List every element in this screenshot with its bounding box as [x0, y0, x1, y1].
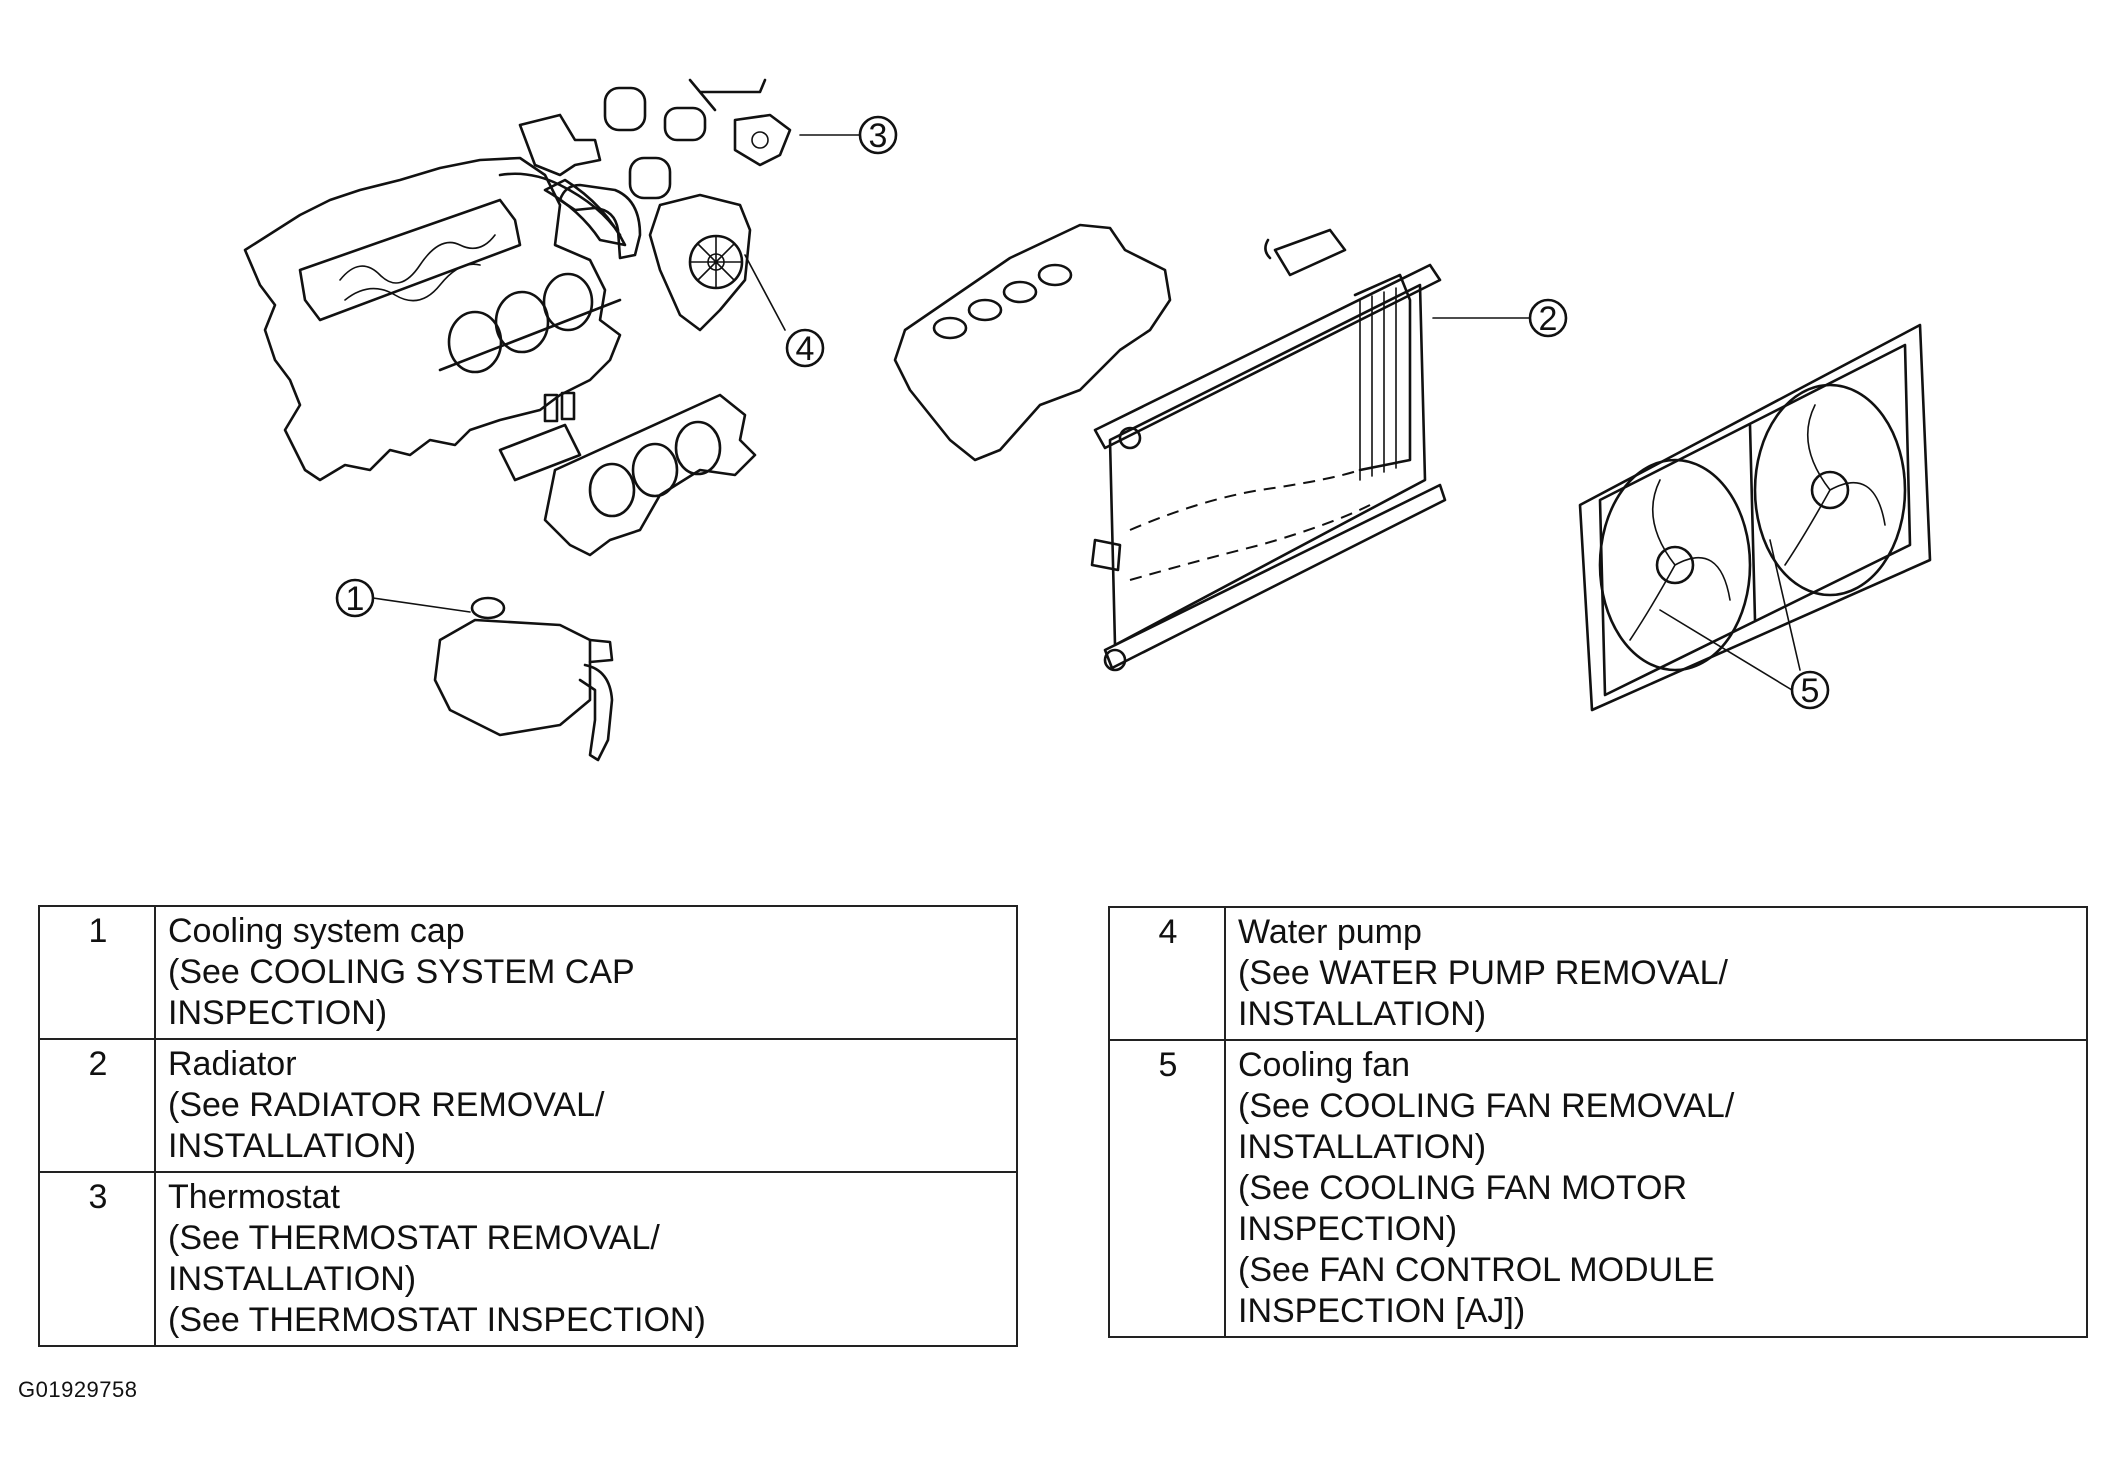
svg-text:1: 1 [346, 580, 365, 618]
legend-row: 4 Water pump (See WATER PUMP REMOVAL/ IN… [1108, 906, 2088, 1041]
water-pump-illustration [518, 78, 792, 332]
legend-description: Cooling fan (See COOLING FAN REMOVAL/ IN… [1224, 1039, 2088, 1338]
svg-text:3: 3 [869, 117, 888, 155]
svg-text:4: 4 [796, 330, 815, 368]
engine-block-illustration [243, 156, 757, 557]
radiator-illustration [1090, 228, 1447, 672]
legend-number: 5 [1108, 1039, 1226, 1338]
legend-row: 3 Thermostat (See THERMOSTAT REMOVAL/ IN… [38, 1171, 1018, 1347]
cooling-system-exploded-diagram: 1 2 3 4 5 [243, 78, 1932, 762]
legend-description: Cooling system cap (See COOLING SYSTEM C… [154, 905, 1018, 1040]
legend-number: 4 [1108, 906, 1226, 1041]
legend-number: 3 [38, 1171, 156, 1347]
legend-number: 2 [38, 1038, 156, 1173]
legend-description: Radiator (See RADIATOR REMOVAL/ INSTALLA… [154, 1038, 1018, 1173]
coolant-reservoir-illustration [433, 596, 614, 762]
callout-3: 3 [858, 115, 898, 155]
legend-table-left: 1 Cooling system cap (See COOLING SYSTEM… [38, 905, 1018, 1347]
callout-1: 1 [335, 578, 375, 618]
figure-code: G01929758 [18, 1377, 138, 1402]
legend-row: 1 Cooling system cap (See COOLING SYSTEM… [38, 905, 1018, 1040]
legend-description: Water pump (See WATER PUMP REMOVAL/ INST… [1224, 906, 2088, 1041]
legend-table-right: 4 Water pump (See WATER PUMP REMOVAL/ IN… [1108, 906, 2088, 1338]
intake-manifold-illustration [893, 223, 1172, 462]
callout-leaders [372, 134, 1801, 691]
cooling-fan-illustration [1578, 323, 1932, 712]
legend-row: 5 Cooling fan (See COOLING FAN REMOVAL/ … [1108, 1039, 2088, 1338]
svg-text:5: 5 [1801, 672, 1820, 710]
legend-number: 1 [38, 905, 156, 1040]
legend-description: Thermostat (See THERMOSTAT REMOVAL/ INST… [154, 1171, 1018, 1347]
callout-2: 2 [1528, 298, 1568, 338]
legend-row: 2 Radiator (See RADIATOR REMOVAL/ INSTAL… [38, 1038, 1018, 1173]
callout-5: 5 [1790, 670, 1830, 710]
callout-4: 4 [785, 328, 825, 368]
svg-text:2: 2 [1539, 300, 1558, 338]
